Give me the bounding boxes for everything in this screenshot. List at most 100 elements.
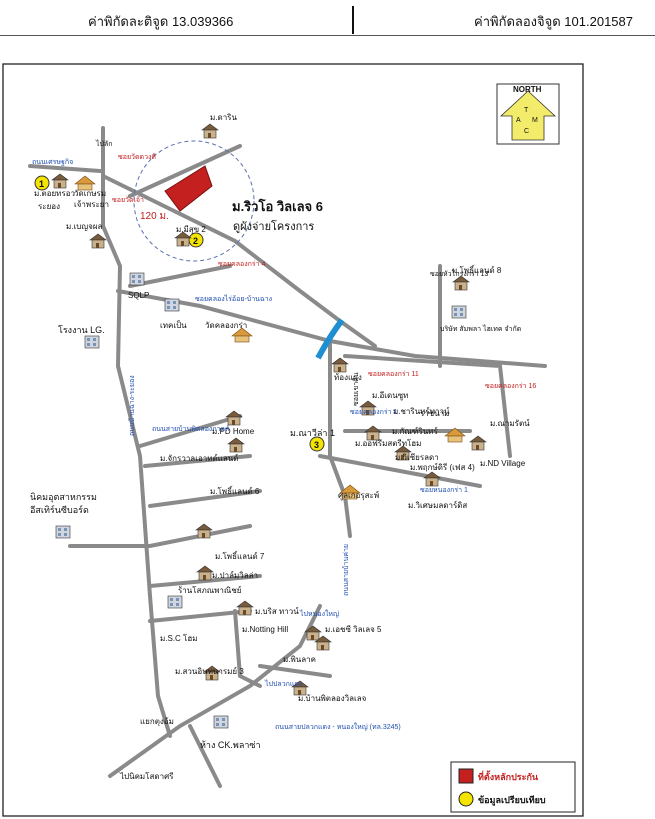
road-label-r8: ซอยคลองกร่า 11 bbox=[368, 371, 419, 378]
label-pattana: ม.ปาล์มวิลล่า bbox=[212, 570, 258, 580]
road-label-r17: ซอยหัวโกรงกร่า 13 bbox=[430, 269, 489, 278]
road-label-r16: ไปปลวกแดง bbox=[264, 679, 302, 688]
road-label-r14: ถนนสายบ้านค่าย bbox=[342, 544, 350, 596]
label-lg: โรงงาน LG. bbox=[58, 325, 105, 335]
road-label-r6: ถนนบ้านฉาง-ระยอง bbox=[128, 375, 136, 436]
label-mansuk: ม.ณามรัตน์ bbox=[490, 418, 530, 428]
road-ck bbox=[188, 724, 222, 788]
road-banphit bbox=[138, 414, 242, 448]
road-label-r11: ซอยเขาดิน bbox=[352, 372, 360, 406]
label-benjaphon: ม.เบญจผล bbox=[66, 222, 103, 231]
label-charoen: ม.จักรวาลเอาทด์แลนด์ bbox=[160, 453, 238, 463]
label-kratin: ม.กัณฑ์รินทร์ bbox=[392, 426, 438, 436]
road-klongkra1 bbox=[318, 454, 482, 488]
label-tup: ท้องแผง bbox=[334, 373, 362, 382]
project-name: ม.ริวโอ วิลเลจ 6 bbox=[232, 198, 323, 214]
north-letter-m: M bbox=[532, 117, 538, 124]
legend-project-swatch bbox=[458, 768, 474, 784]
radius-circle bbox=[133, 140, 255, 262]
label-sqlp: SQLP bbox=[128, 291, 149, 300]
label-kratanakorn: ม.ตอยทรอว bbox=[34, 189, 75, 198]
canal bbox=[315, 318, 345, 360]
project-subtitle: ดูผังจ่ายโครงการ bbox=[233, 219, 314, 233]
label-wayu: ม.บ้านพิตลองวิลเลจ bbox=[298, 694, 367, 703]
road-nongkra bbox=[328, 334, 352, 538]
label-notting: ม.Notting Hill bbox=[242, 625, 288, 634]
label-poshi8: ม.โพธิ์แลนด์ 8 bbox=[452, 264, 502, 275]
project-land bbox=[164, 165, 213, 212]
label-yoowon: ร้านโสภณพาณิชย์ bbox=[178, 585, 241, 595]
label-company: บริษัท สัมพลา ไฮเทค จำกัด bbox=[440, 324, 521, 333]
road-label-r15: ไปหนองใหญ่ bbox=[299, 609, 339, 618]
label-brit: ม.บริส ทาวน์ bbox=[255, 606, 299, 616]
north-arrow-icon bbox=[499, 90, 557, 141]
road-label-r12: ซอยคลองกร่า 1 bbox=[350, 409, 398, 416]
label-meesuk: ม.มีสุข 2 bbox=[176, 225, 206, 234]
road-kratanakorn bbox=[101, 174, 377, 348]
road-poshi7 bbox=[148, 574, 262, 588]
main-road-west bbox=[101, 126, 172, 738]
latitude-label: ค่าพิกัดละติจูด 13.039366 bbox=[88, 14, 234, 29]
comparison-marker-3: 3 bbox=[309, 436, 325, 452]
comparison-marker-1: 1 bbox=[34, 175, 50, 191]
svg-text:1: 1 bbox=[39, 179, 44, 189]
road-jakrawan bbox=[143, 454, 252, 468]
label-ch5: ม.เอชซี วิลเลจ 5 bbox=[325, 625, 382, 634]
road-label-r4: ซอยคลองกร่า 4 bbox=[218, 261, 266, 268]
road-darin bbox=[128, 144, 242, 198]
label-wiset: ม.วิเชียรลดา bbox=[395, 453, 439, 462]
label-pinklao: ม.พินลาค bbox=[283, 655, 316, 664]
label-tesco: เทคเป็น bbox=[160, 320, 187, 330]
label-hanan: ไปนิคมโสดาศรี bbox=[119, 771, 174, 781]
location-map: ม.ริวโอ วิลเลจ 6 ดูผังจ่ายโครงการ 120 ม.… bbox=[2, 63, 584, 817]
label-aoie: ม.ออฟรีมสตรีทโฮม bbox=[355, 438, 421, 448]
coordinate-header: ค่าพิกัดละติจูด 13.039366 ค่าพิกัดลองจิจ… bbox=[0, 0, 655, 36]
label-rayong: ระยอง bbox=[38, 202, 60, 211]
road-industrial bbox=[68, 524, 252, 548]
road-label-r1: ถนนเศรษฐกิจ bbox=[32, 158, 73, 166]
label-darin: ม.ดาริน bbox=[210, 113, 237, 122]
road-label-r18: ไป่ลัก bbox=[95, 139, 113, 148]
label-raya: ม.ณาวีล่า 1 bbox=[290, 428, 335, 438]
north-title: NORTH bbox=[513, 85, 542, 94]
label-industrial: นิคมอุตสาหกรรม bbox=[30, 492, 97, 503]
road-brit bbox=[258, 664, 332, 678]
label-poshi6: ม.โพธิ์แลนด์ 6 bbox=[210, 485, 260, 496]
map-frame bbox=[2, 63, 584, 817]
north-letter-t: T bbox=[524, 107, 529, 114]
label-pdhome: ม.PD Home bbox=[212, 427, 255, 436]
label-schome: ม.S.C โฮม bbox=[160, 633, 198, 643]
project-distance: 120 ม. bbox=[140, 211, 169, 222]
label-kasem3: ม.สวนอินทนารมย์ 3 bbox=[175, 666, 244, 676]
road-label-r3: ซอยวัดดวงดี bbox=[118, 153, 156, 161]
label-wit: ม.วิเศษมลดาร์ดิส bbox=[408, 500, 467, 510]
legend-project-label: ที่ตั้งหลักประกัน bbox=[478, 770, 539, 782]
label-watklong: วัดคลองกร่า bbox=[205, 321, 247, 330]
road-label-r2: ซอยวัดเจ้า bbox=[112, 196, 144, 204]
road-label-r10: ซอยหนองกร่า 1 bbox=[420, 487, 468, 494]
road-east bbox=[343, 354, 512, 458]
label-ck: ห้าง CK.พลาซ่า bbox=[200, 740, 261, 750]
road-label-r13: ถนนสายปลวกแดง - หนองใหญ่ (ทล.3245) bbox=[275, 722, 401, 731]
label-eden: ม.อีเดนซูท bbox=[372, 391, 408, 401]
label-amata: อีสเทิร์นซีบอร์ด bbox=[30, 504, 89, 515]
legend-compare-label: ข้อมูลเปรียบเทียบ bbox=[478, 795, 546, 806]
road-label-r9: ซอยคลองกร่า 16 bbox=[485, 383, 536, 390]
road-label-r7: ถนนสายบ้านพิตลองกาดส์ bbox=[152, 425, 230, 433]
label-wagner: ราชนาม bbox=[420, 409, 449, 418]
label-chaopraya: เจ้าพระยา bbox=[74, 200, 109, 209]
north-letter-c: C bbox=[524, 128, 529, 135]
north-letter-a: A bbox=[516, 117, 521, 124]
longitude-label: ค่าพิกัดลองจิจูด 101.201587 bbox=[474, 14, 633, 29]
label-nd: ม.ND Village bbox=[480, 459, 526, 468]
road-notting bbox=[233, 609, 262, 688]
road-3245 bbox=[108, 604, 322, 778]
road-poshi6 bbox=[148, 489, 262, 508]
svg-text:2: 2 bbox=[193, 236, 198, 246]
label-kook: ศูลเกอรุสะพ์ bbox=[338, 490, 379, 501]
header-divider bbox=[352, 6, 354, 34]
label-poshi7: ม.โพธิ์แลนด์ 7 bbox=[215, 550, 265, 561]
label-ryo: แยกตุงอ้ม bbox=[140, 717, 174, 726]
label-wat: วัดเกษรม bbox=[74, 189, 106, 198]
road-setthakit bbox=[28, 164, 102, 173]
